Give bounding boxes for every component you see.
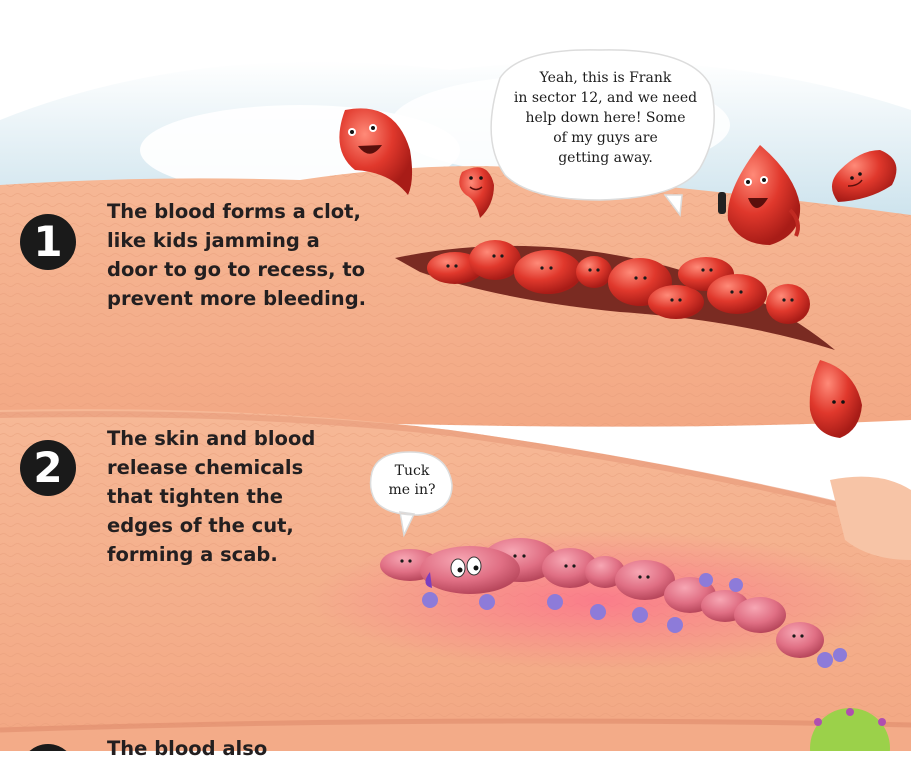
scab-cell [734, 597, 786, 633]
bubble-line: Tuck [394, 463, 430, 479]
blood-cell [766, 284, 810, 324]
skin-edge-curl [830, 476, 911, 560]
blood-drop-character [831, 150, 897, 202]
bubble-line: me in? [388, 482, 436, 498]
skin-layer-bottom [0, 721, 911, 751]
step-2-line: forming a scab. [107, 543, 278, 566]
bubble-line: help down here! Some [525, 110, 686, 126]
bubble-line: getting away. [558, 150, 653, 166]
skin-fold-shadow [0, 411, 911, 525]
step-2-line: release chemicals [107, 456, 304, 479]
blood-clot [427, 240, 810, 324]
bubble-line: Yeah, this is Frank [539, 70, 672, 86]
step-number-badge: 1 [20, 214, 76, 270]
step-number-badge: 2 [20, 440, 76, 496]
scab-cell [615, 560, 675, 600]
scab-cell [542, 548, 598, 588]
blood-cell [469, 240, 521, 280]
step-2-line: The skin and blood [107, 427, 316, 450]
blood-cell [707, 274, 767, 314]
scab-hands [422, 573, 847, 668]
step-1-line: The blood forms a clot, [107, 200, 361, 223]
blood-drop-character [459, 167, 494, 218]
blood-cell [576, 256, 612, 288]
step-2-line: that tighten the [107, 485, 283, 508]
bubble-line: in sector 12, and we need [513, 90, 698, 106]
speech-bubble-frank [490, 49, 715, 217]
step-1-line: prevent more bleeding. [107, 287, 367, 310]
step-3-text: The blood also [107, 734, 267, 763]
blood-cell [648, 285, 704, 319]
speech-bubble-tuck [369, 451, 453, 538]
skin-texture [0, 166, 911, 427]
germ-character [810, 708, 890, 751]
step-number-3-badge [29, 744, 67, 751]
blood-drop-frank [718, 145, 801, 245]
blood-drop-character [339, 108, 413, 195]
speech-bubble-frank-text: Yeah, this is Frank in sector 12, and we… [498, 68, 713, 168]
phone-icon [718, 192, 726, 214]
scab-cell [776, 622, 824, 658]
step-1-text: The blood forms a clot, like kids jammin… [107, 197, 366, 313]
speech-bubble-tuck-text: Tuck me in? [376, 462, 448, 500]
step-1-line: like kids jamming a [107, 229, 320, 252]
bubble-line: of my guys are [553, 130, 658, 146]
scab-character [420, 546, 520, 594]
step-2-line: edges of the cut, [107, 514, 294, 537]
step-1-line: door to go to recess, to [107, 258, 366, 281]
step-2-text: The skin and blood release chemicals tha… [107, 424, 315, 569]
blood-drop-character [809, 360, 862, 438]
blood-cell [514, 250, 582, 294]
skin-fold-shadow [0, 718, 911, 733]
step-3-line: The blood also [107, 737, 268, 760]
